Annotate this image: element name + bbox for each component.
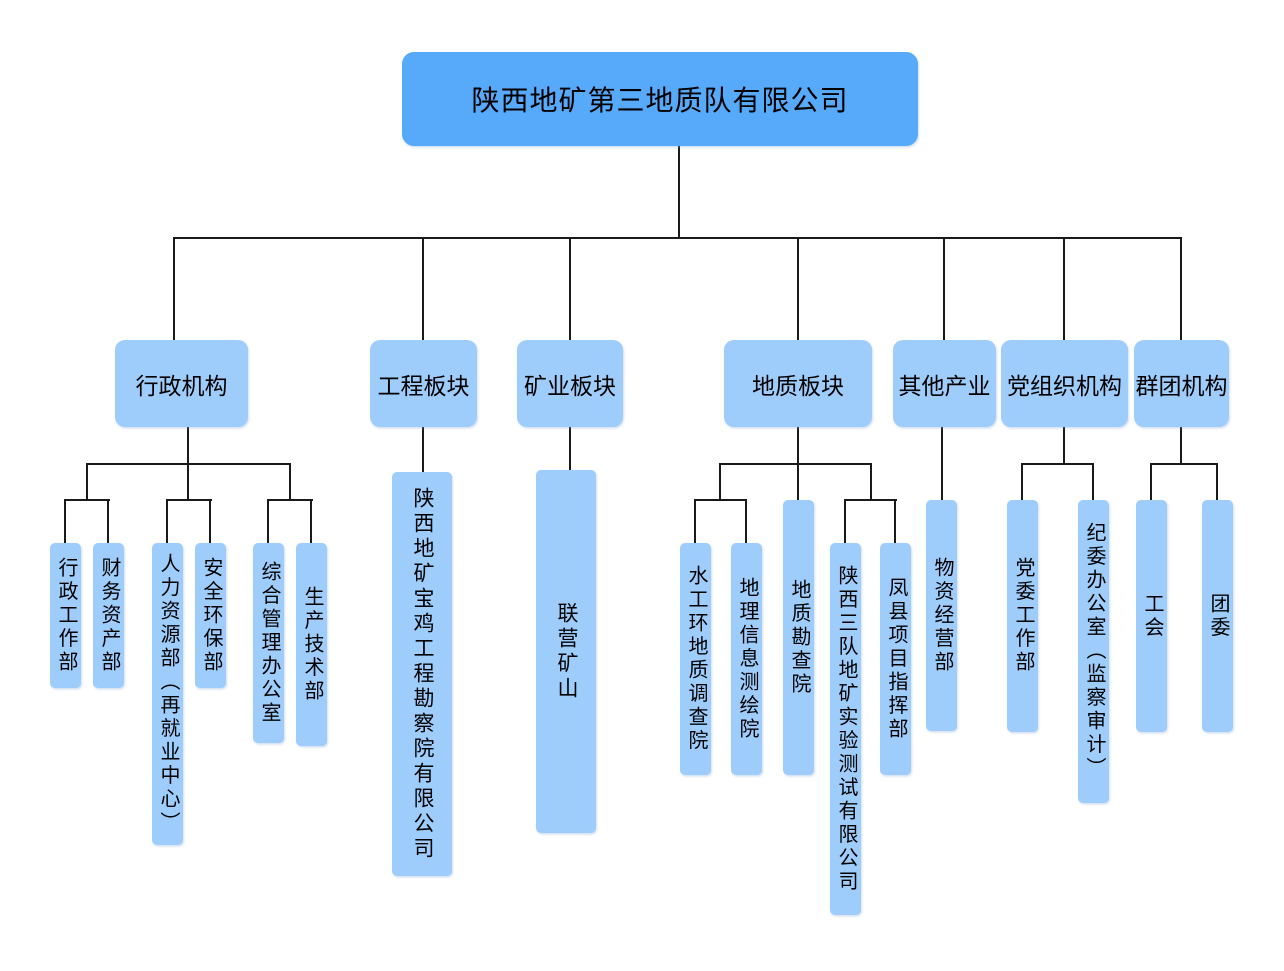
leaf-label: 财务资产部 (98, 556, 120, 675)
connector-line (844, 499, 846, 543)
connector-line (267, 499, 313, 501)
leaf-youth-league: 团委 (1202, 500, 1233, 732)
connector-line (173, 237, 1182, 239)
connector-line (107, 499, 109, 543)
leaf-label: 安全环保部 (200, 556, 222, 675)
leaf-joint-venture-mines: 联营矿山 (536, 470, 596, 833)
leaf-geological-exploration-institute: 地质勘查院 (783, 500, 814, 775)
connector-line (745, 499, 747, 543)
connector-line (797, 237, 799, 340)
connector-line (694, 499, 747, 501)
connector-line (1180, 427, 1182, 465)
connector-line (64, 499, 66, 543)
leaf-label: 联营矿山 (555, 601, 578, 702)
leaf-label: 地理信息测绘院 (736, 576, 758, 742)
connector-line (1021, 463, 1023, 501)
leaf-general-management-office: 综合管理办公室 (253, 543, 284, 743)
leaf-label: 纪委办公室（监察审计） (1083, 522, 1105, 781)
connector-line (943, 237, 945, 340)
leaf-label: 行政工作部 (55, 556, 77, 675)
connector-line (1150, 463, 1152, 501)
connector-line (166, 499, 212, 501)
connector-line (422, 427, 424, 472)
leaf-labor-union: 工会 (1136, 500, 1167, 732)
leaf-label: 党委工作部 (1012, 557, 1034, 675)
leaf-label: 凤县项目指挥部 (885, 576, 907, 742)
leaf-label: 陕西地矿宝鸡工程勘察院有限公司 (411, 486, 434, 862)
leaf-production-technology-dept: 生产技术部 (296, 543, 327, 746)
connector-line (289, 463, 291, 501)
leaf-discipline-inspection-office: 纪委办公室（监察审计） (1078, 500, 1109, 803)
branch-other-industries: 其他产业 (893, 340, 996, 427)
branch-administrative-bodies: 行政机构 (115, 340, 248, 427)
connector-line (694, 499, 696, 543)
connector-line (894, 499, 896, 543)
leaf-label: 工会 (1141, 592, 1163, 640)
leaf-label: 水工环地质调查院 (685, 565, 707, 753)
leaf-materials-operation-dept: 物资经营部 (926, 500, 957, 731)
connector-line (678, 146, 680, 238)
branch-party-organization: 党组织机构 (1001, 340, 1128, 427)
connector-line (719, 463, 721, 501)
root-node-company: 陕西地矿第三地质队有限公司 (402, 52, 918, 146)
connector-line (1180, 237, 1182, 340)
connector-line (1063, 237, 1065, 340)
connector-line (422, 237, 424, 340)
connector-line (1092, 463, 1094, 501)
connector-line (569, 427, 571, 470)
leaf-label: 陕西三队地矿实验测试有限公司 (835, 564, 857, 894)
connector-line (870, 463, 872, 501)
branch-engineering-sector: 工程板块 (370, 340, 477, 427)
leaf-label: 地质勘查院 (788, 578, 810, 697)
connector-line (1021, 463, 1094, 465)
connector-line (569, 237, 571, 340)
leaf-party-committee-work-dept: 党委工作部 (1007, 500, 1038, 732)
connector-line (1216, 463, 1218, 501)
leaf-fengxian-project-hq: 凤县项目指挥部 (880, 543, 911, 775)
connector-line (64, 499, 110, 501)
connector-line (719, 463, 872, 465)
leaf-label: 团委 (1207, 592, 1229, 640)
leaf-administrative-work-dept: 行政工作部 (50, 543, 81, 688)
connector-line (166, 499, 168, 543)
connector-line (86, 463, 291, 465)
leaf-baoji-engineering-survey-institute: 陕西地矿宝鸡工程勘察院有限公司 (392, 472, 452, 876)
leaf-geo-info-surveying-institute: 地理信息测绘院 (731, 543, 762, 775)
branch-geology-sector: 地质板块 (724, 340, 872, 427)
leaf-label: 生产技术部 (301, 585, 323, 704)
branch-mining-sector: 矿业板块 (517, 340, 623, 427)
connector-line (173, 237, 175, 340)
leaf-label: 物资经营部 (931, 556, 953, 675)
leaf-label: 人力资源部（再就业中心） (157, 553, 179, 835)
leaf-safety-environment-dept: 安全环保部 (195, 543, 226, 688)
leaf-testing-company: 陕西三队地矿实验测试有限公司 (830, 543, 861, 915)
connector-line (844, 499, 897, 501)
leaf-label: 综合管理办公室 (258, 560, 280, 726)
connector-line (941, 427, 943, 501)
leaf-hydro-env-geology-institute: 水工环地质调查院 (680, 543, 711, 775)
connector-line (209, 499, 211, 543)
leaf-finance-assets-dept: 财务资产部 (93, 543, 124, 688)
connector-line (267, 499, 269, 543)
connector-line (1063, 427, 1065, 465)
branch-mass-organizations: 群团机构 (1134, 340, 1229, 427)
connector-line (1150, 463, 1218, 465)
connector-line (86, 463, 88, 501)
leaf-human-resources-dept: 人力资源部（再就业中心） (152, 543, 183, 845)
connector-line (310, 499, 312, 543)
